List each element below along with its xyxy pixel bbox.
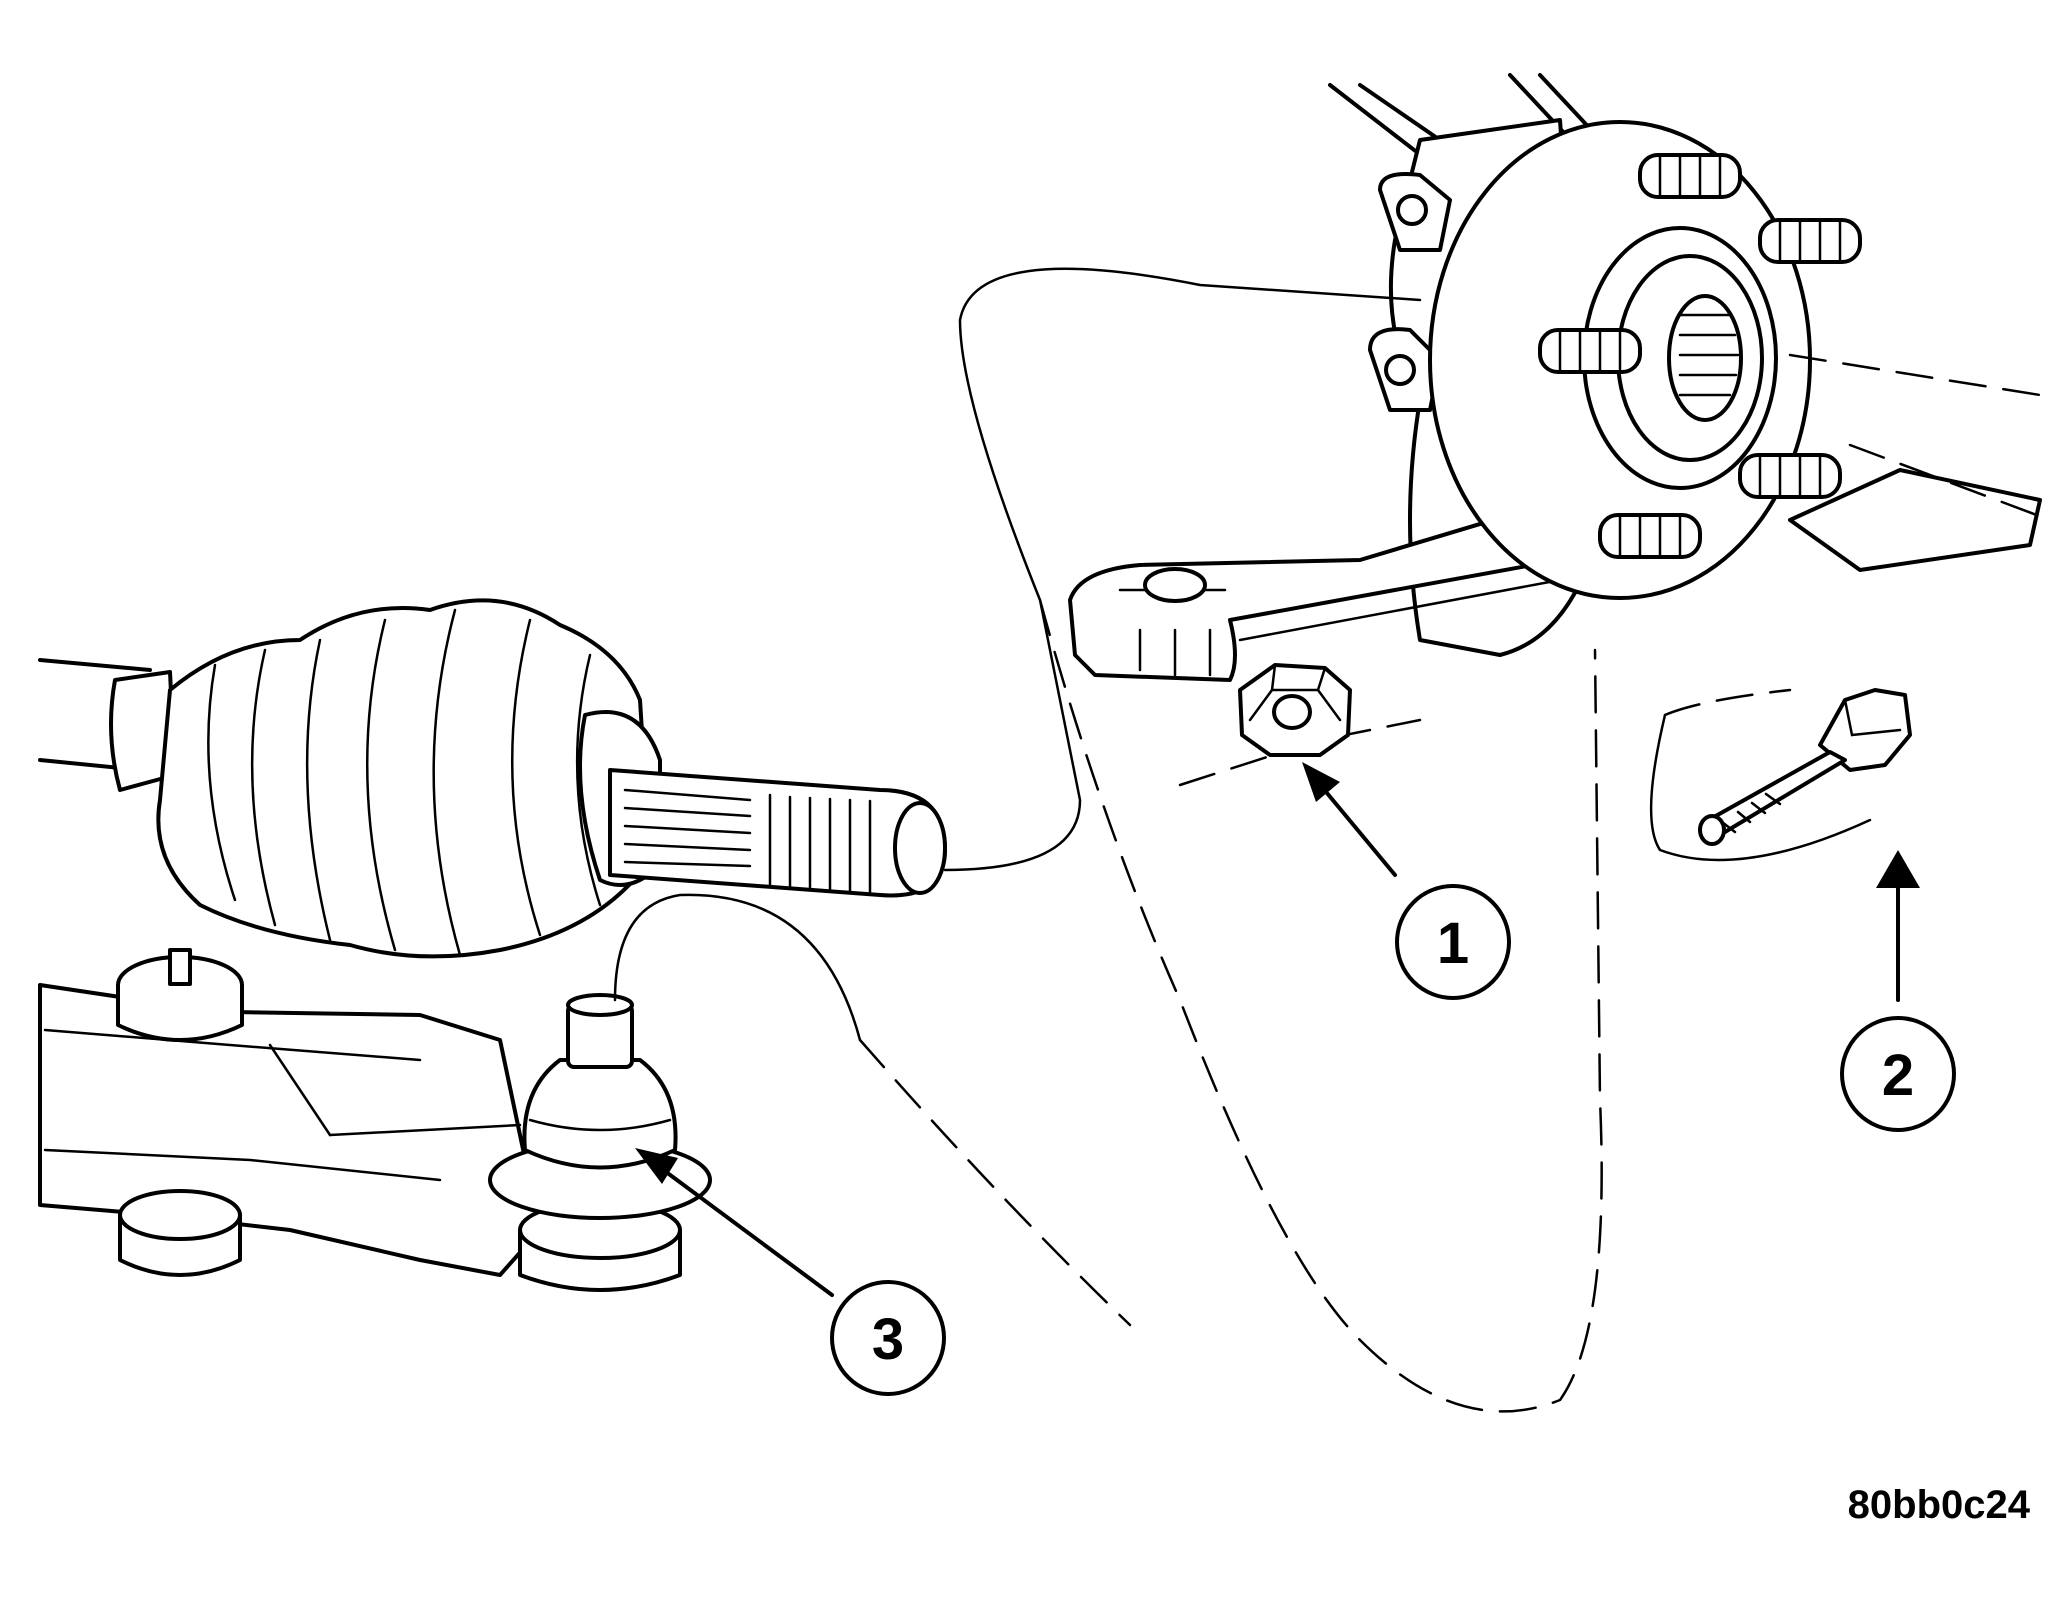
arrow-head-3 xyxy=(635,1148,678,1184)
flange-nut xyxy=(1238,663,1352,757)
callout-arrows xyxy=(635,762,1920,1297)
arrow-head-1 xyxy=(1302,762,1340,802)
axle-shaft xyxy=(38,658,177,792)
arrow-head-2 xyxy=(1876,850,1920,888)
figure-id: 80bb0c24 xyxy=(1848,1483,2031,1527)
ball-joint xyxy=(488,993,712,1220)
wheel-studs xyxy=(1538,153,1862,559)
callout-2: 2 xyxy=(1840,1016,1956,1132)
callout-1-label: 1 xyxy=(1437,911,1469,976)
cv-boot xyxy=(156,598,662,959)
callout-3: 3 xyxy=(830,1280,946,1396)
brake-shield xyxy=(1788,353,2052,572)
guide-lines xyxy=(613,267,1872,1413)
flange-bolt xyxy=(1698,688,1912,846)
callout-3-label: 3 xyxy=(872,1307,904,1372)
splined-stub-shaft xyxy=(608,768,947,898)
callout-1: 1 xyxy=(1395,884,1511,1000)
callout-2-label: 2 xyxy=(1882,1043,1914,1108)
